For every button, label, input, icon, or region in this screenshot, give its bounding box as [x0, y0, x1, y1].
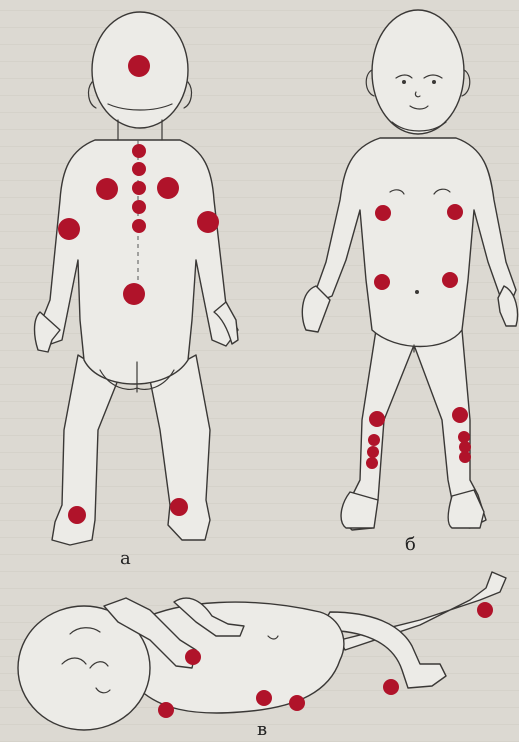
- point-right-elbow: [197, 211, 219, 233]
- point-right-scapula: [157, 177, 179, 199]
- point-spine-3: [132, 181, 146, 195]
- point-right-chest: [447, 204, 463, 220]
- point-trochanter: [256, 690, 272, 706]
- point-hip: [158, 702, 174, 718]
- label-figure-b: б: [405, 534, 416, 555]
- figure-lying-view: [18, 572, 506, 730]
- point-sacrum: [123, 283, 145, 305]
- point-ankle: [383, 679, 399, 695]
- point-left-abdomen: [374, 274, 390, 290]
- figure-front-view: [302, 10, 517, 530]
- point-left-shin-3: [367, 446, 379, 458]
- point-thigh: [289, 695, 305, 711]
- point-spine-4: [132, 200, 146, 214]
- figure-back-view: [35, 12, 239, 545]
- point-occiput: [128, 55, 150, 77]
- point-left-heel: [68, 506, 86, 524]
- label-figure-v: в: [257, 719, 267, 740]
- point-left-shin-2: [368, 434, 380, 446]
- point-knee: [477, 602, 493, 618]
- front-torso: [316, 138, 516, 347]
- front-head: [372, 10, 464, 134]
- point-right-shin-1: [452, 407, 468, 423]
- point-spine-2: [132, 162, 146, 176]
- point-left-elbow: [58, 218, 80, 240]
- point-left-chest: [375, 205, 391, 221]
- point-right-heel: [170, 498, 188, 516]
- point-left-scapula: [96, 178, 118, 200]
- back-torso: [42, 140, 238, 384]
- point-spine-1: [132, 144, 146, 158]
- point-right-shin-4: [459, 451, 471, 463]
- point-left-shin-4: [366, 457, 378, 469]
- point-left-shin-1: [369, 411, 385, 427]
- point-right-abdomen: [442, 272, 458, 288]
- point-spine-5: [132, 219, 146, 233]
- label-figure-a: а: [120, 548, 131, 569]
- point-elbow: [185, 649, 201, 665]
